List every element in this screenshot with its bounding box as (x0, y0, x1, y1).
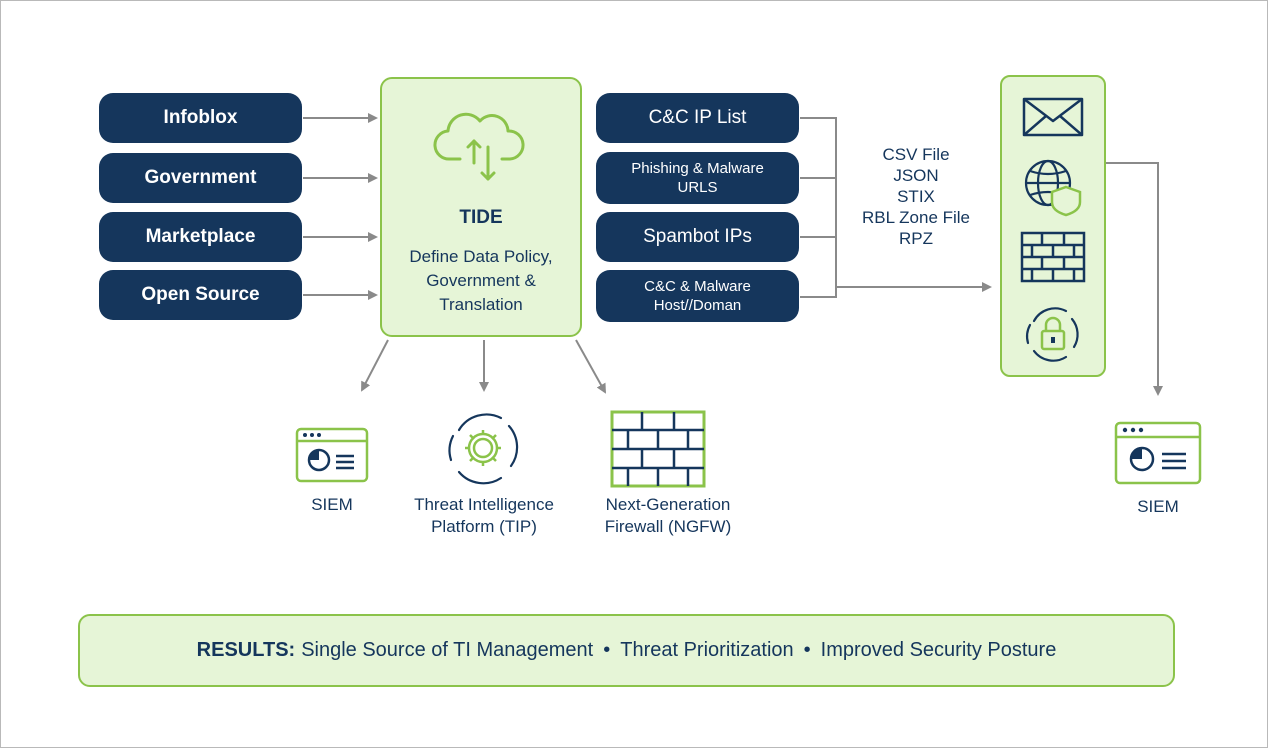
cloud-sync-icon (433, 112, 525, 181)
output-label: URLS (677, 179, 718, 196)
output-cc-ip-list: C&C IP List (596, 93, 799, 143)
output-label: C&C & Malware (644, 278, 751, 295)
ngfw-label-line: Next-Generation (605, 495, 731, 514)
siem-icon (1114, 421, 1202, 485)
tide-box: TIDE Define Data Policy, Government & Tr… (380, 77, 582, 337)
siem-right-label: SIEM (1137, 497, 1179, 516)
format-item: CSV File (882, 145, 950, 164)
bracket-outputs (800, 117, 837, 298)
result-item: Improved Security Posture (820, 639, 1057, 661)
output-label: Phishing & Malware (631, 160, 764, 177)
siem-label: SIEM (311, 495, 353, 514)
result-item: Threat Prioritization (620, 639, 794, 661)
result-separator: • (803, 639, 811, 661)
source-government: Government (99, 153, 302, 203)
output-label: Host//Doman (653, 297, 742, 314)
output-label: C&C IP List (648, 107, 747, 128)
tide-description: Define Data Policy, Government & Transla… (382, 245, 580, 317)
gear-cycle-icon (448, 413, 519, 485)
tide-title: TIDE (459, 207, 503, 228)
output-spambot-ips: Spambot IPs (596, 212, 799, 262)
ngfw-label-line: Firewall (NGFW) (604, 517, 732, 536)
source-open-source: Open Source (99, 270, 302, 320)
formats-list: CSV File JSON STIX RBL Zone File RPZ (848, 144, 984, 249)
ngfw-label: Next-Generation Firewall (NGFW) (588, 494, 748, 538)
tide-description-line: Translation (439, 295, 523, 314)
tip-label-line: Platform (TIP) (431, 517, 537, 536)
source-label: Infoblox (163, 107, 238, 128)
format-item: RBL Zone File (861, 208, 971, 227)
globe-shield-icon (1024, 159, 1082, 217)
results-label: RESULTS: (196, 639, 296, 661)
format-item: JSON (893, 166, 939, 185)
source-label: Government (144, 167, 257, 188)
source-label: Open Source (141, 284, 260, 305)
arrow-to-siem (361, 339, 389, 392)
firewall-icon (610, 410, 706, 488)
result-separator: • (603, 639, 611, 661)
results-bar: RESULTS: Single Source of TI Management … (78, 614, 1175, 687)
siem-icon (295, 427, 369, 483)
source-label: Marketplace (145, 226, 256, 247)
arrow-to-siem-right (1106, 162, 1163, 396)
source-infoblox: Infoblox (99, 93, 302, 143)
source-marketplace: Marketplace (99, 212, 302, 262)
security-controls-panel (1000, 75, 1106, 377)
result-item: Single Source of TI Management (301, 639, 594, 661)
arrow-to-ngfw (575, 339, 606, 394)
lock-cycle-icon (1026, 307, 1079, 362)
output-label: Spambot IPs (643, 226, 752, 247)
format-item: RPZ (899, 229, 933, 248)
firewall-icon (1020, 231, 1086, 283)
tide-description-line: Government & (426, 271, 536, 290)
tip-label: Threat Intelligence Platform (TIP) (386, 494, 582, 538)
envelope-icon (1022, 97, 1084, 137)
tide-description-line: Define Data Policy, (409, 247, 553, 266)
tip-label-line: Threat Intelligence (414, 495, 554, 514)
format-item: STIX (897, 187, 935, 206)
